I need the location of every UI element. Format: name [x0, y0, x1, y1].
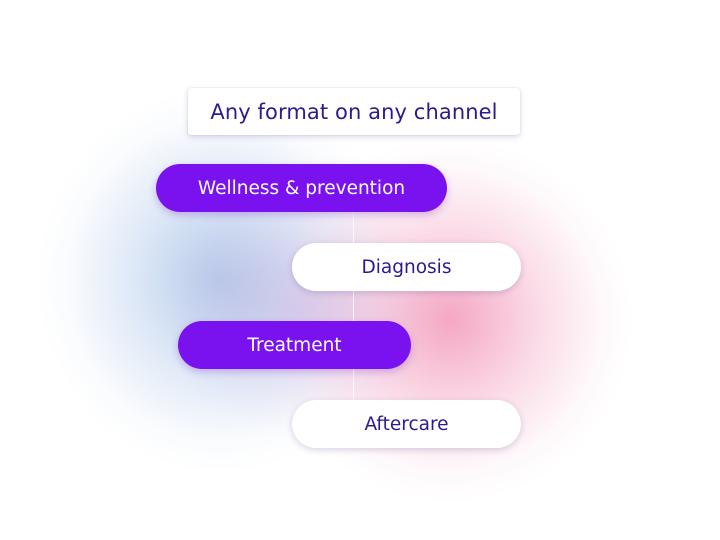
timeline-connector-line [353, 210, 354, 400]
step-wellness-prevention: Wellness & prevention [156, 164, 447, 212]
step-aftercare: Aftercare [292, 400, 521, 448]
step-diagnosis: Diagnosis [292, 243, 521, 291]
step-label: Wellness & prevention [197, 177, 406, 199]
step-label: Diagnosis [361, 256, 452, 278]
channel-title-box: Any format on any channel [188, 88, 520, 135]
step-label: Treatment [247, 334, 342, 356]
step-label: Aftercare [364, 413, 449, 435]
channel-title: Any format on any channel [210, 99, 498, 124]
step-treatment: Treatment [178, 321, 411, 369]
